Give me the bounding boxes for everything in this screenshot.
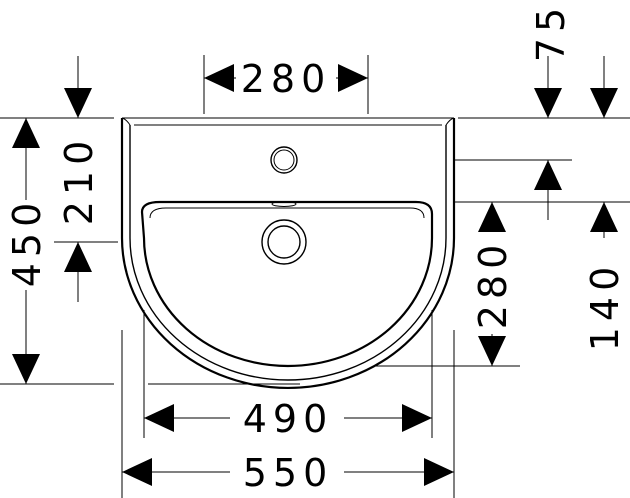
tap-hole xyxy=(270,146,298,174)
arrow-right-icon xyxy=(402,404,432,432)
arrow-down-icon xyxy=(534,88,562,118)
arrow-up-icon xyxy=(12,118,40,148)
drain-hole xyxy=(261,201,307,265)
dimension-upper-height: 210 xyxy=(57,56,101,302)
basin-bowl xyxy=(140,200,434,368)
arrow-down-icon xyxy=(12,354,40,384)
arrow-left-icon xyxy=(204,64,234,92)
arrow-up-icon xyxy=(478,202,506,232)
dim-label-280-right: 280 xyxy=(471,239,515,330)
dimension-inner-width: 490 xyxy=(144,397,432,441)
dim-label-75: 75 xyxy=(529,2,573,62)
dim-label-210: 210 xyxy=(57,135,101,226)
dim-label-490: 490 xyxy=(243,397,334,441)
dimension-total-width: 550 xyxy=(122,451,454,495)
extension-lines xyxy=(0,55,630,498)
dim-label-140: 140 xyxy=(583,261,627,352)
arrow-up-icon xyxy=(534,160,562,190)
dimension-total-height: 450 xyxy=(5,118,49,384)
arrow-down-icon xyxy=(64,88,92,118)
arrow-down-icon xyxy=(478,336,506,366)
arrow-left-icon xyxy=(122,458,152,486)
dim-label-550: 550 xyxy=(243,451,334,495)
arrow-up-icon xyxy=(64,242,92,272)
dim-label-450: 450 xyxy=(5,197,49,288)
arrow-up-icon xyxy=(590,202,618,232)
arrow-right-icon xyxy=(424,458,454,486)
arrow-down-icon xyxy=(590,88,618,118)
dimension-drain-height: 280 xyxy=(471,202,515,366)
arrow-right-icon xyxy=(338,64,368,92)
dimension-tap-spacing: 280 xyxy=(204,57,368,101)
dimension-side-offset: 140 xyxy=(534,160,627,351)
arrow-left-icon xyxy=(144,404,174,432)
dimension-top-offset: 75 xyxy=(529,2,618,118)
dim-label-280-top: 280 xyxy=(241,57,332,101)
basin-outline xyxy=(120,117,456,390)
